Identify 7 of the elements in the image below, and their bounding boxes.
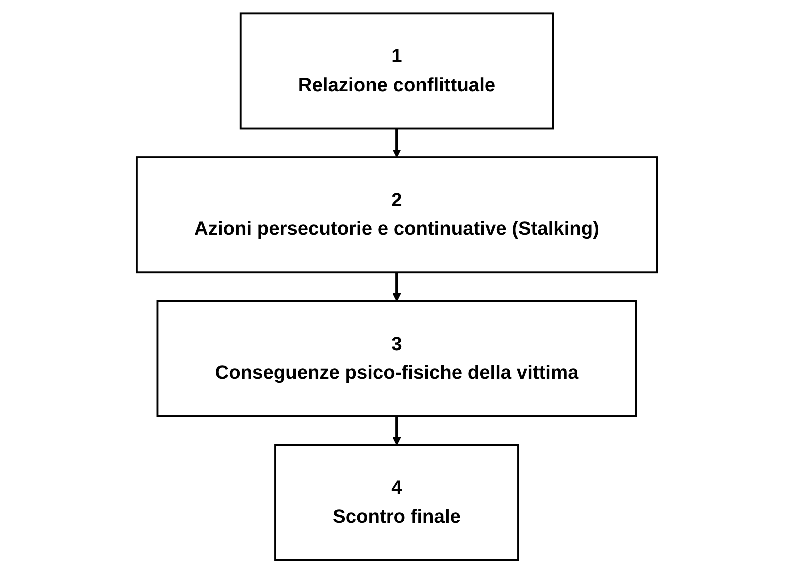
arrow [392, 128, 402, 158]
arrow [392, 272, 402, 302]
node-box: 3 Conseguenze psico-fisiche della vittima [156, 300, 638, 418]
node-box: 4 Scontro finale [274, 444, 520, 562]
node-box: 1 Relazione conflittuale [240, 12, 554, 130]
arrow [392, 416, 402, 446]
node-box: 2 Azioni persecutorie e continuative (Stalking) [136, 156, 658, 274]
